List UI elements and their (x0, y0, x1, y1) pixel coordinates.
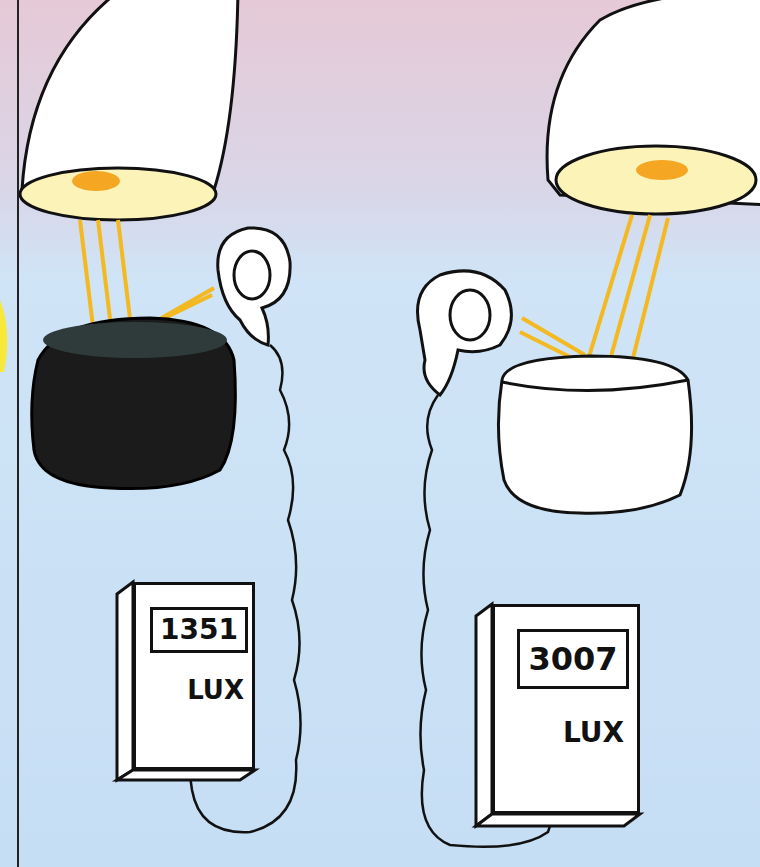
meter-side (117, 582, 133, 780)
lux-meter: LUX 1351 (133, 582, 255, 770)
light-sensor (218, 228, 290, 345)
lamp-opening (20, 168, 216, 220)
bulb (636, 160, 688, 180)
meter-bottom (117, 770, 255, 780)
light-beams (520, 215, 668, 362)
lamp-opening (556, 146, 756, 214)
lux-reading: 3007 (528, 643, 617, 675)
lux-reading: 1351 (160, 616, 238, 644)
light-sensor (418, 271, 512, 395)
black-object-top (43, 322, 227, 358)
black-object (32, 318, 236, 489)
meter-bottom (476, 814, 640, 826)
light-sliver (0, 300, 7, 372)
unit-label: LUX (563, 719, 624, 747)
lamp-shade (22, 0, 238, 190)
meter-display: 1351 (150, 607, 248, 653)
meter-display: 3007 (517, 629, 629, 689)
bulb (72, 171, 120, 191)
white-object (498, 356, 691, 513)
frame-line (17, 0, 19, 867)
meter-side (476, 604, 492, 826)
unit-label: LUX (187, 677, 244, 703)
lux-meter: LUX 3007 (492, 604, 640, 814)
